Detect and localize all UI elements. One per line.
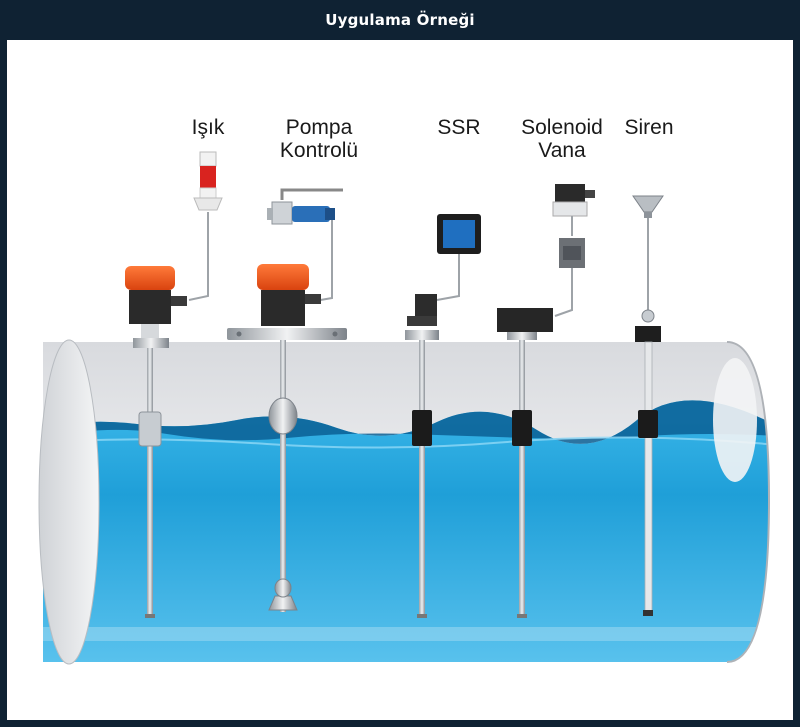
siren-sensor <box>632 195 664 616</box>
ssr-relay-icon <box>437 214 481 254</box>
page-title: Uygulama Örneği <box>325 11 475 29</box>
solenoid-valve-icon <box>552 184 595 268</box>
siren-horn-icon <box>632 195 664 218</box>
label-siren: Siren <box>624 116 674 139</box>
tank <box>38 339 771 665</box>
water <box>43 400 769 662</box>
label-solenoid-valve: Solenoid Vana <box>507 116 617 162</box>
light-sensor <box>125 151 223 618</box>
label-pump-control-line2: Kontrolü <box>279 139 359 162</box>
illustration-panel: Işık Pompa Kontrolü SSR Solenoid Vana Si… <box>7 40 793 720</box>
title-bar: Uygulama Örneği <box>0 0 800 40</box>
label-pump-control-line1: Pompa <box>285 116 353 139</box>
tank-illustration <box>38 151 771 665</box>
pump-control-sensor <box>227 188 347 612</box>
label-solenoid-valve-line1: Solenoid <box>521 116 603 139</box>
label-solenoid-valve-line2: Vana <box>538 139 586 162</box>
label-light: Işık <box>191 116 225 139</box>
ball-valve-icon <box>267 188 343 225</box>
label-pump-control: Pompa Kontrolü <box>269 116 369 162</box>
signal-tower-light-icon <box>193 151 223 211</box>
label-ssr: SSR <box>437 116 481 139</box>
solenoid-valve-sensor <box>497 184 595 618</box>
ssr-sensor <box>405 214 481 618</box>
tank-left-end <box>38 339 100 665</box>
